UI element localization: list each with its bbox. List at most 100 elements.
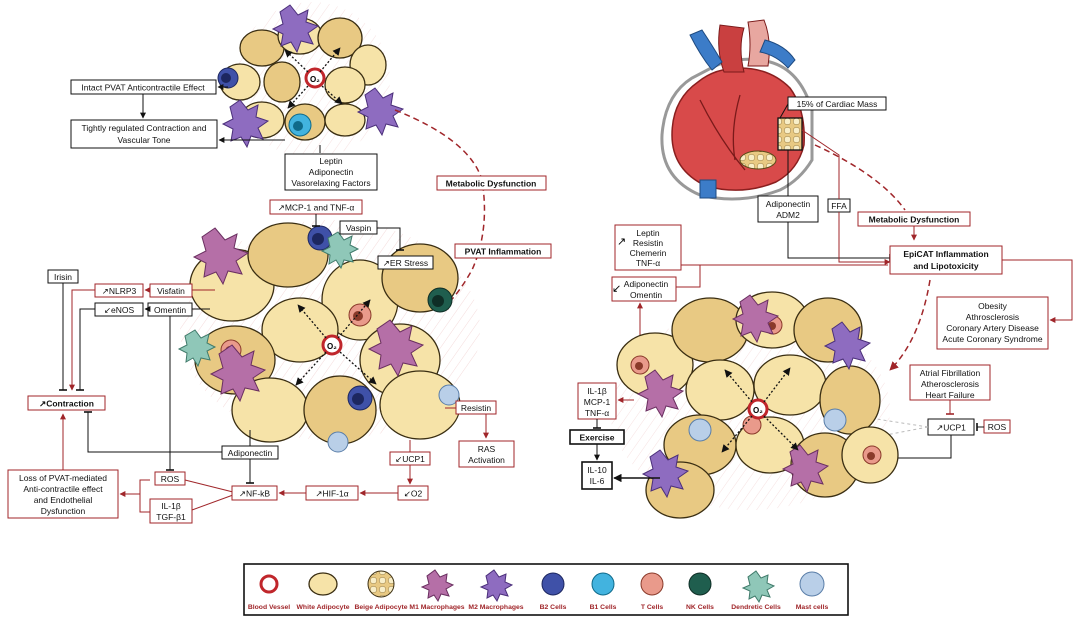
il10-label: IL-10 bbox=[587, 465, 607, 475]
omentin-down-label: Omentin bbox=[630, 290, 662, 300]
inflamed-pvat-cluster: O₂ bbox=[177, 220, 480, 453]
leptin-label: Leptin bbox=[636, 228, 659, 238]
factors-box bbox=[284, 153, 378, 191]
beige-adipocyte-icon bbox=[367, 570, 395, 598]
legend-m1-macrophages: M1 Macrophages bbox=[409, 604, 464, 611]
legend-blood-vessel: Blood Vessel bbox=[248, 604, 290, 611]
epicat-metabolic-dysfunction-label: Metabolic Dysfunction bbox=[869, 215, 960, 225]
il1b-label: IL-1β bbox=[161, 501, 181, 511]
heart-failure: Heart Failure bbox=[925, 390, 974, 400]
legend-icons bbox=[259, 569, 825, 604]
epicat-inflammation-line2: and Lipotoxicity bbox=[913, 261, 978, 271]
o2-symbol: O₂ bbox=[310, 75, 320, 84]
m2-macrophage-icon bbox=[479, 569, 514, 603]
white-adipocyte-icon bbox=[308, 572, 338, 596]
o2-symbol-2: O₂ bbox=[327, 342, 337, 351]
legend-dendretic-cells: Dendretic Cells bbox=[731, 604, 781, 611]
enos-label: ↙eNOS bbox=[104, 305, 135, 315]
resistin-up-label: Resistin bbox=[633, 238, 664, 248]
nfkb-box bbox=[231, 485, 278, 501]
nlrp3-label: ↗NLRP3 bbox=[102, 286, 137, 296]
cytokines-box bbox=[577, 382, 617, 420]
epicat-ucp1-label: ↗UCP1 bbox=[936, 423, 966, 433]
pvat-inflammation-label: PVAT Inflammation bbox=[465, 247, 542, 257]
ras-line2: Activation bbox=[468, 455, 505, 465]
b1-cell-icon bbox=[591, 572, 615, 596]
atrial-fibrillation: Atrial Fibrillation bbox=[920, 368, 981, 378]
contraction-label: ↗Contraction bbox=[39, 399, 94, 409]
nk-cell-icon bbox=[688, 572, 712, 596]
regulated-tone-line2: Vascular Tone bbox=[117, 135, 170, 145]
healthy-pvat-cluster: O₂ bbox=[217, 2, 405, 158]
loss-effect-line1: Loss of PVAT-mediated bbox=[19, 473, 107, 483]
ras-box bbox=[458, 440, 515, 468]
loss-effect-line4: Dysfunction bbox=[41, 506, 86, 516]
epicat-ros-label: ROS bbox=[988, 422, 1007, 432]
legend-t-cells: T Cells bbox=[641, 604, 664, 611]
adipokines-down-box bbox=[611, 276, 677, 302]
disease-acs: Acute Coronary Syndrome bbox=[942, 334, 1042, 344]
legend-nk-cells: NK Cells bbox=[686, 604, 714, 611]
resistin-label: Resistin bbox=[461, 403, 492, 413]
disease-cad: Coronary Artery Disease bbox=[946, 323, 1039, 333]
il6-label: IL-6 bbox=[590, 476, 605, 486]
regulated-tone-box bbox=[70, 119, 218, 149]
atrial-box bbox=[909, 364, 991, 401]
il-tgf-box bbox=[149, 498, 193, 524]
pvat-inflammation-box bbox=[454, 243, 552, 259]
epicat-cluster: O₂ bbox=[610, 291, 899, 519]
legend-b2-cells: B2 Cells bbox=[540, 604, 567, 611]
epicat-adiponectin: Adiponectin bbox=[766, 199, 811, 209]
loss-effect-box bbox=[7, 469, 119, 519]
omentin-label: Omentin bbox=[154, 305, 186, 315]
adiponectin-down-label: Adiponectin bbox=[624, 279, 669, 289]
o2-symbol-3: O₂ bbox=[753, 406, 763, 415]
chemerin-label: Chemerin bbox=[630, 248, 667, 258]
disease-obesity: Obesity bbox=[978, 301, 1008, 311]
disease-athrosclerosis: Athrosclerosis bbox=[966, 312, 1019, 322]
hif-label: ↗HIF-1α bbox=[315, 489, 348, 499]
ucp1-label: ↙UCP1 bbox=[395, 454, 425, 464]
regulated-tone-line1: Tightly regulated Contraction and bbox=[82, 123, 207, 133]
cardiac-mass-label: 15% of Cardiac Mass bbox=[797, 99, 878, 109]
pvat-metabolic-dysfunction-box bbox=[436, 175, 547, 191]
legend-b1-cells: B1 Cells bbox=[590, 604, 617, 611]
legend-white-adipocyte: White Adipocyte bbox=[297, 604, 350, 611]
b2-cell-icon bbox=[541, 572, 565, 596]
factor-adiponectin: Adiponectin bbox=[309, 167, 354, 177]
tnf-up-label: TNF-α bbox=[636, 258, 660, 268]
nfkb-label: ↗NF-kB bbox=[239, 489, 271, 499]
epicat-inflammation-box bbox=[889, 245, 1003, 275]
adipokines-up-box bbox=[614, 224, 682, 271]
blood-vessel-icon bbox=[259, 574, 279, 594]
cardiac-mass-box bbox=[787, 96, 887, 111]
dendritic-cell-icon bbox=[741, 570, 776, 604]
mast-cell-icon bbox=[799, 571, 825, 597]
down-arrow-icon: ↙ bbox=[612, 283, 621, 295]
il1b-epicat: IL-1β bbox=[587, 386, 607, 396]
tgfb1-label: TGF-β1 bbox=[156, 512, 186, 522]
er-stress-label: ↗ER Stress bbox=[383, 258, 428, 268]
pvat-metabolic-dysfunction-label: Metabolic Dysfunction bbox=[446, 179, 537, 189]
intact-effect-label: Intact PVAT Anticontractile Effect bbox=[81, 83, 205, 93]
ffa-label: FFA bbox=[831, 201, 847, 211]
legend-beige-adipocyte: Beige Adipocyte bbox=[354, 604, 407, 611]
mcp1-epicat: MCP-1 bbox=[584, 397, 611, 407]
heart-illustration bbox=[660, 19, 814, 201]
ros-box bbox=[154, 471, 186, 486]
epicat-inflammation-line1: EpiCAT Inflammation bbox=[903, 249, 988, 259]
vaspin-label: Vaspin bbox=[346, 223, 372, 233]
er-stress-box bbox=[377, 255, 434, 270]
ros-label: ROS bbox=[161, 474, 180, 484]
ras-line1: RAS bbox=[478, 444, 496, 454]
epicat-adm2: ADM2 bbox=[776, 210, 800, 220]
atherosclerosis: Atherosclerosis bbox=[921, 379, 979, 389]
legend-m2-macrophages: M2 Macrophages bbox=[468, 604, 523, 611]
exercise-label: Exercise bbox=[580, 433, 615, 443]
loss-effect-line2: Anti-contractile effect bbox=[23, 484, 103, 494]
legend-mast-cells: Mast cells bbox=[796, 604, 829, 611]
il10-il6-box bbox=[581, 461, 613, 490]
visfatin-label: Visfatin bbox=[157, 286, 185, 296]
factor-leptin: Leptin bbox=[319, 156, 342, 166]
